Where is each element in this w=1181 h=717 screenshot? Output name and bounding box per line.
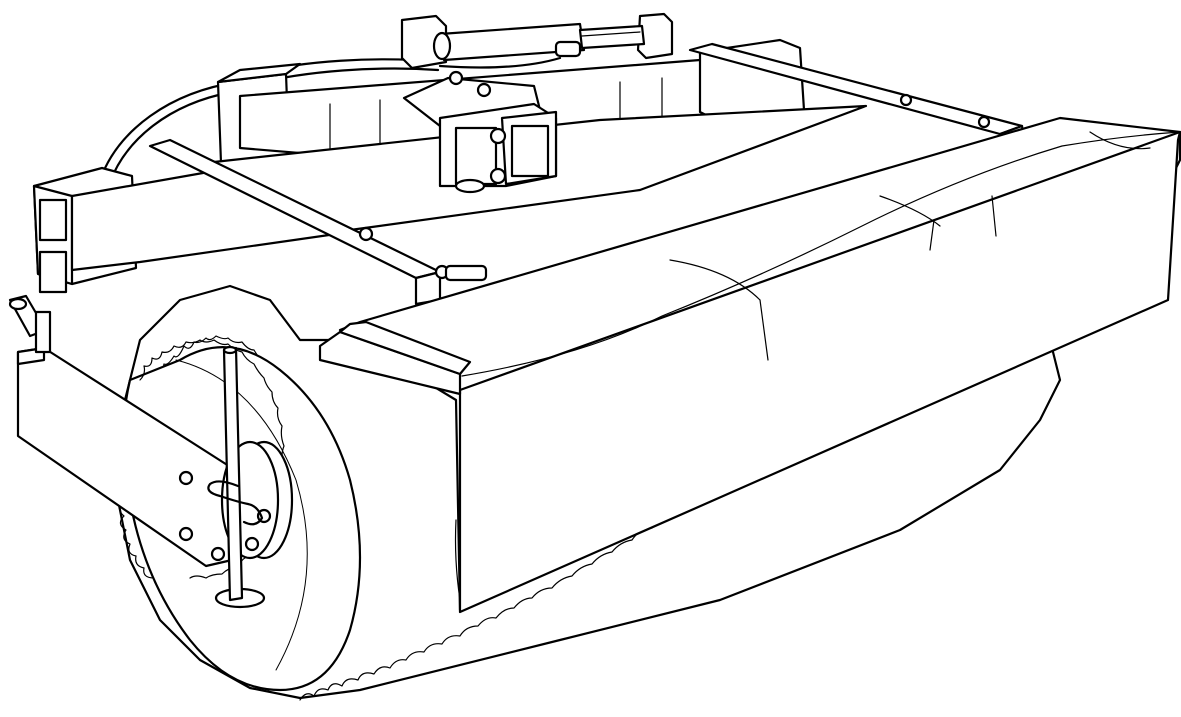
hairpin-clip: [207, 480, 264, 526]
receiver-hitch: [402, 70, 558, 194]
hitch-pin: [214, 345, 266, 609]
hydraulic-cylinder: [400, 12, 674, 70]
shroud: [318, 116, 1181, 614]
